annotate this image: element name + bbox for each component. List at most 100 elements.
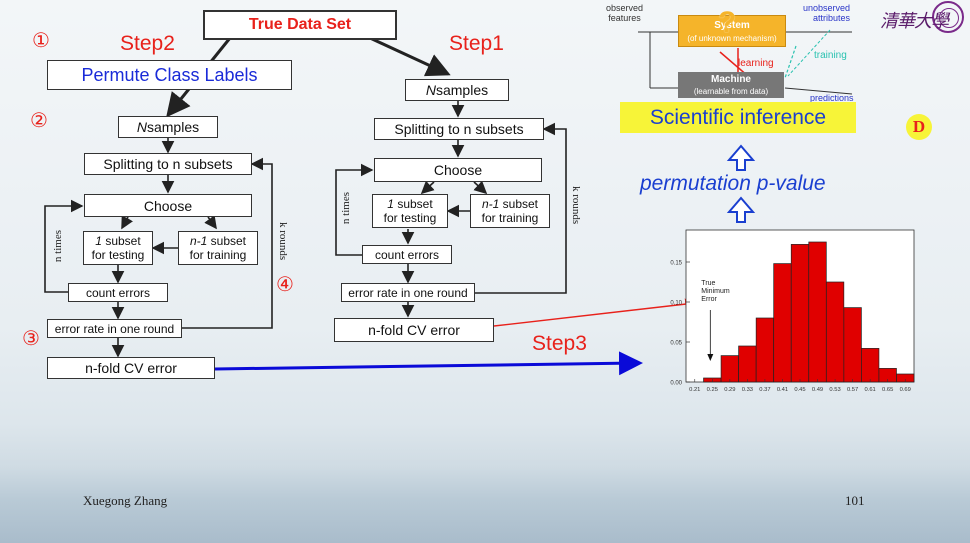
annotation-text: Error xyxy=(701,296,717,303)
choose-box-right: Choose xyxy=(374,158,542,182)
error-round-box: error rate in one round xyxy=(47,319,182,338)
step1-label: Step1 xyxy=(449,32,504,55)
observed-label-2: features xyxy=(608,13,641,23)
x-tick-label: 0.25 xyxy=(707,387,718,393)
x-tick-label: 0.65 xyxy=(882,387,893,393)
cv-error-box-right: n-fold CV error xyxy=(334,318,494,342)
step3-label: Step3 xyxy=(532,332,587,355)
n-times-label: n times xyxy=(52,230,64,263)
learning-flow-svg xyxy=(638,29,853,96)
k-rounds-label-right: k rounds xyxy=(570,186,582,225)
unobserved-label-2: attributes xyxy=(812,13,850,23)
system-subtitle: (of unknown mechanism) xyxy=(687,34,777,43)
train-subset: subset xyxy=(499,197,539,211)
permute-labels-box: Permute Class Labels xyxy=(47,60,292,90)
histogram-bar xyxy=(755,317,775,383)
machine-title: Machine xyxy=(710,74,751,85)
step-number-1: ① xyxy=(32,28,50,52)
x-tick-label: 0.37 xyxy=(759,387,770,393)
unobserved-label-1: unobserved xyxy=(802,3,850,13)
annotation-text: True xyxy=(701,280,715,287)
learning-diagram: observed features unobserved attributes … xyxy=(606,0,970,112)
histogram-bar xyxy=(808,241,827,383)
histogram-bar xyxy=(773,263,792,383)
histogram-bar xyxy=(861,348,880,383)
n-times-label-right: n times xyxy=(340,192,352,225)
test-one: 1 xyxy=(95,234,102,248)
p-value-label: permutation p-value xyxy=(640,172,826,195)
count-errors-box: count errors xyxy=(68,283,168,302)
machine-subtitle: (learnable from data) xyxy=(693,87,769,96)
true-data-set-box: True Data Set xyxy=(203,10,397,40)
page-number: 101 xyxy=(845,493,865,508)
train-line2: for training xyxy=(481,211,539,225)
permutation-histogram: 0.00 0.05 0.10 0.15 0.21 0.25 0.29 0.33 0.37 0.41… xyxy=(670,229,915,393)
step2-label: Step2 xyxy=(120,32,175,55)
system-title: System xyxy=(714,20,750,31)
count-errors-box-right: count errors xyxy=(362,245,452,264)
learning-label: learning xyxy=(738,58,774,69)
k-rounds-label: k rounds xyxy=(277,222,289,261)
splitting-box: Splitting to n subsets xyxy=(84,153,252,175)
up-arrow-icon xyxy=(726,196,756,223)
machine-box: Machine (learnable from data) xyxy=(678,72,784,98)
scientific-inference-box: Scientific inference xyxy=(620,102,856,133)
y-tick-label: 0.15 xyxy=(670,261,682,267)
train-one: n-1 xyxy=(189,234,208,248)
system-box: System (of unknown mechanism) xyxy=(678,15,786,47)
university-logo-text: 清華大學 xyxy=(880,11,949,32)
histogram-bar xyxy=(825,281,845,383)
choose-box: Choose xyxy=(84,194,252,217)
train-one: n-1 xyxy=(481,197,500,211)
n-samples-text: samples xyxy=(146,119,200,135)
n-samples-box-right: N samples xyxy=(405,79,509,101)
test-one: 1 xyxy=(387,197,394,211)
question-mark: ? xyxy=(718,6,737,39)
x-tick-label: 0.69 xyxy=(900,387,911,393)
histogram-bar xyxy=(720,355,739,383)
splitting-box-right: Splitting to n subsets xyxy=(374,118,544,140)
histogram-bar xyxy=(738,345,757,383)
histogram-bar xyxy=(790,244,810,383)
error-round-box-right: error rate in one round xyxy=(341,283,475,302)
n-samples-text: samples xyxy=(435,82,489,98)
training-label: training xyxy=(814,50,847,61)
x-tick-label: 0.41 xyxy=(777,387,788,393)
x-tick-label: 0.21 xyxy=(689,387,700,393)
annotation-arrow-head xyxy=(707,354,714,361)
cv-error-box: n-fold CV error xyxy=(47,357,215,379)
test-line2: for testing xyxy=(91,248,145,262)
train-line2: for training xyxy=(189,248,247,262)
histogram-bar xyxy=(843,307,862,383)
x-tick-label: 0.49 xyxy=(812,387,823,393)
observed-label-1: observed xyxy=(606,3,644,13)
step-number-4: ④ xyxy=(276,272,294,296)
up-arrow-icon xyxy=(726,144,756,171)
x-tick-label: 0.53 xyxy=(829,387,840,393)
step-number-2: ② xyxy=(30,108,48,132)
x-tick-label: 0.57 xyxy=(847,387,858,393)
test-line2: for testing xyxy=(383,211,437,225)
step-number-3: ③ xyxy=(22,326,40,350)
test-subset: subset xyxy=(101,234,141,248)
x-tick-label: 0.61 xyxy=(865,387,876,393)
n-samples-box: N samples xyxy=(118,116,218,138)
x-tick-label: 0.33 xyxy=(742,387,753,393)
x-tick-label: 0.45 xyxy=(794,387,805,393)
predictions-label: predictions xyxy=(810,93,854,103)
test-subset: subset xyxy=(393,197,433,211)
n-var: N xyxy=(425,82,436,98)
n-var: N xyxy=(136,119,147,135)
y-tick-label: 0.05 xyxy=(670,341,682,347)
y-tick-label: 0.00 xyxy=(670,381,682,387)
university-seal-icon xyxy=(932,1,964,33)
y-tick-label: 0.10 xyxy=(670,301,682,307)
author-name: Xuegong Zhang xyxy=(83,493,168,508)
d-badge: D xyxy=(906,114,932,140)
x-tick-label: 0.29 xyxy=(724,387,735,393)
